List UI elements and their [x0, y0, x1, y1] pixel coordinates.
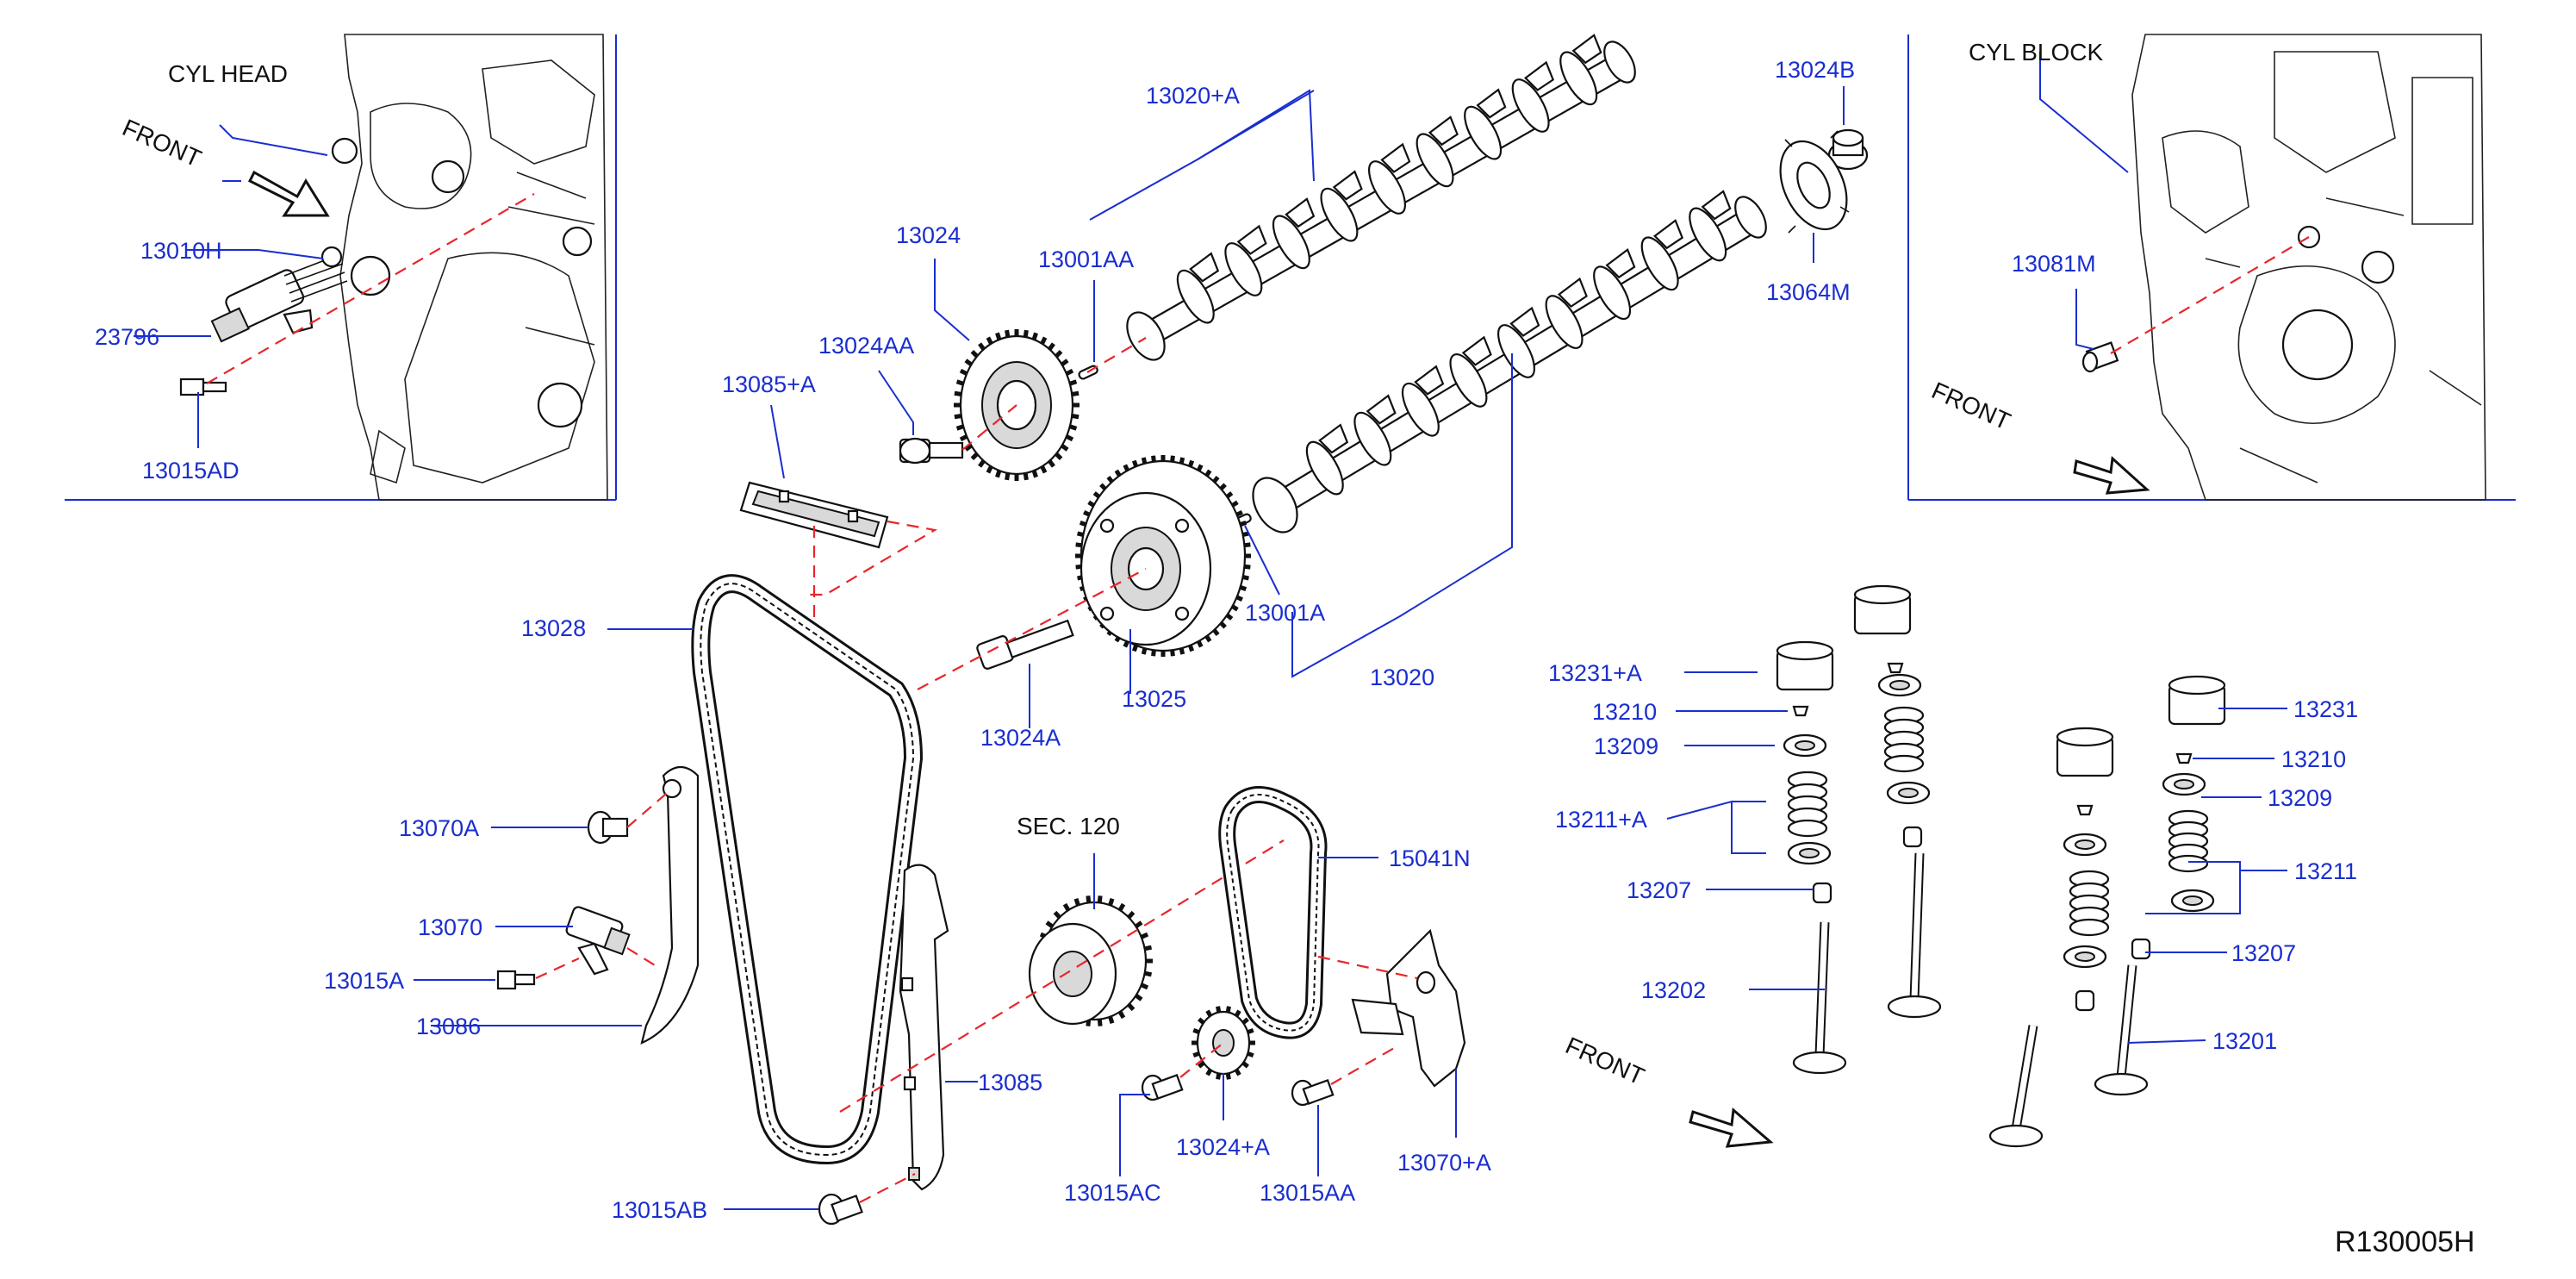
front-arrow-icon: [2073, 455, 2150, 495]
part-13015AD: 13015AD: [142, 458, 240, 484]
label-front-1: FRONT: [119, 114, 206, 172]
leader-lines: [134, 52, 2287, 1210]
cyl-head-inset: [65, 34, 617, 501]
part-13202: 13202: [1641, 977, 1706, 1003]
bolt-13015AC: [1141, 1074, 1184, 1101]
sprocket-13024A-small: [1192, 1006, 1255, 1080]
part-13024: 13024: [896, 222, 961, 248]
labels: CYL HEAD FRONT 13010H 23796 13015AD 1302…: [95, 39, 2475, 1258]
chain-15041N: [1218, 786, 1328, 1039]
part-13231A: 13231+A: [1548, 660, 1642, 686]
part-13001AA: 13001AA: [1038, 246, 1134, 272]
part-13081M: 13081M: [2012, 251, 2096, 277]
vvt-sprocket-13025: [1075, 455, 1251, 657]
bolt-13024A: [976, 619, 1074, 670]
bolt-13015AD: [179, 377, 227, 396]
chain-guide-13085A: [739, 481, 889, 549]
part-13209b: 13209: [2268, 785, 2332, 811]
part-13064M: 13064M: [1766, 279, 1851, 305]
part-13201: 13201: [2212, 1028, 2277, 1054]
tension-guide-13085: [899, 864, 949, 1191]
part-13207a: 13207: [1627, 877, 1691, 903]
slack-guide-13086: [640, 765, 700, 1045]
part-13025: 13025: [1122, 686, 1186, 712]
label-front-3: FRONT: [1562, 1032, 1649, 1090]
part-13070: 13070: [418, 914, 482, 940]
signal-plate-13064M: [1779, 130, 1850, 234]
label-cyl-block: CYL BLOCK: [1969, 39, 2103, 66]
part-15041N: 15041N: [1389, 845, 1471, 871]
label-ref-code: R130005H: [2335, 1226, 2475, 1258]
timing-chain-13028: [691, 574, 924, 1165]
part-13070A: 13070A: [399, 815, 479, 841]
valve-train: [1689, 584, 2226, 1148]
part-13001A: 13001A: [1245, 600, 1325, 626]
plug-13081M: [2081, 341, 2119, 373]
part-13210b: 13210: [2281, 746, 2346, 772]
part-13015A: 13015A: [324, 968, 404, 994]
part-13210a: 13210: [1592, 699, 1657, 725]
label-front-2: FRONT: [1928, 377, 2015, 435]
solenoid-valve: [210, 246, 348, 343]
part-13085: 13085: [978, 1070, 1042, 1095]
part-13024A: 13024A: [980, 725, 1061, 751]
part-13070pA: 13070+A: [1397, 1150, 1491, 1176]
bolt-13024AA: [899, 437, 964, 465]
part-13085A: 13085+A: [722, 371, 816, 397]
label-sec-120: SEC. 120: [1017, 813, 1120, 839]
tensioner-13070A: [1351, 928, 1466, 1088]
part-23796: 23796: [95, 324, 159, 350]
cyl-block-inset: [1907, 34, 2516, 501]
camshaft-upper: [1126, 34, 1636, 361]
part-13028: 13028: [521, 615, 586, 641]
part-13024AA: 13024AA: [818, 333, 914, 359]
part-13015AC: 13015AC: [1064, 1180, 1161, 1206]
crank-sprocket: [1028, 895, 1153, 1026]
bolt-13015A: [496, 970, 536, 990]
part-13015AA: 13015AA: [1260, 1180, 1355, 1206]
part-13231: 13231: [2293, 696, 2358, 722]
part-13211: 13211: [2294, 858, 2357, 884]
part-13211A: 13211+A: [1555, 807, 1647, 833]
part-13020: 13020: [1370, 664, 1434, 690]
bolt-13070A: [587, 810, 629, 845]
front-arrow-icon: [1689, 1107, 1774, 1148]
part-13024B: 13024B: [1775, 57, 1855, 83]
part-13015AB: 13015AB: [612, 1197, 707, 1223]
part-13024pA: 13024+A: [1176, 1134, 1270, 1160]
tensioner-13070: [565, 906, 631, 976]
camshaft-lower: [1252, 190, 1767, 533]
part-13020A: 13020+A: [1146, 83, 1240, 109]
bolt-13015AB: [818, 1193, 863, 1226]
bolt-13015AA: [1291, 1079, 1335, 1107]
part-13010H: 13010H: [140, 238, 222, 264]
front-arrow-icon: [247, 170, 330, 217]
label-cyl-head: CYL HEAD: [168, 60, 288, 87]
part-13086: 13086: [416, 1014, 481, 1039]
bolt-13024B: [1827, 128, 1869, 171]
part-13207b: 13207: [2231, 940, 2296, 966]
part-13209a: 13209: [1594, 733, 1658, 759]
